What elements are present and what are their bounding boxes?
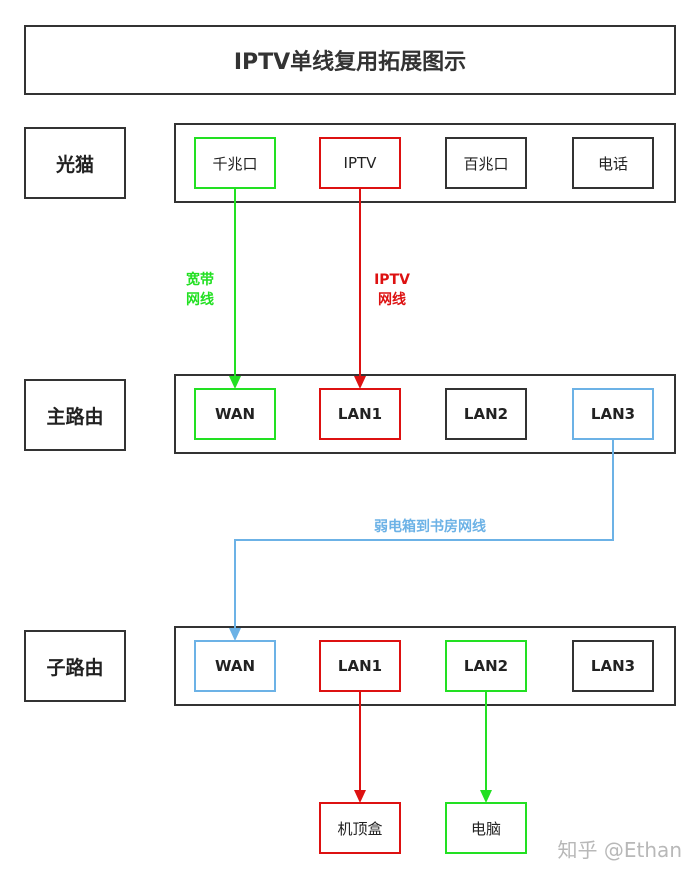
computer: 电脑: [445, 802, 527, 854]
modem-port-iptv: IPTV: [319, 137, 401, 189]
iptv-cable-label-line1: IPTV: [374, 272, 410, 288]
sub-router-label: 子路由: [24, 630, 126, 702]
sub-router-port-wan: WAN: [194, 640, 276, 692]
sub-router-port-lan3: LAN3: [572, 640, 654, 692]
sub-router-panel: [174, 626, 676, 706]
iptv-cable-label-line2: 网线: [378, 292, 406, 308]
main-router-port-lan1: LAN1: [319, 388, 401, 440]
broadband-cable-label: 宽带 网线: [170, 270, 230, 310]
iptv-arrow-icon: [354, 376, 366, 389]
modem-port-fast-ethernet: 百兆口: [445, 137, 527, 189]
trunk-cable-label: 弱电箱到书房网线: [374, 519, 486, 535]
modem-panel: [174, 123, 676, 203]
sub-router-port-lan1: LAN1: [319, 640, 401, 692]
trunk-arrow-icon: [229, 628, 241, 641]
modem-port-gigabit: 千兆口: [194, 137, 276, 189]
main-router-panel: [174, 374, 676, 454]
trunk-cable: [234, 440, 614, 632]
main-router-port-lan2: LAN2: [445, 388, 527, 440]
computer-arrow-icon: [480, 790, 492, 803]
modem-label: 光猫: [24, 127, 126, 199]
broadband-cable-label-line1: 宽带: [186, 272, 214, 288]
modem-port-phone: 电话: [572, 137, 654, 189]
iptv-cable-label: IPTV 网线: [362, 270, 422, 310]
settop-arrow-icon: [354, 790, 366, 803]
watermark: 知乎 @Ethan: [557, 838, 682, 862]
main-router-port-wan: WAN: [194, 388, 276, 440]
broadband-arrow-icon: [229, 376, 241, 389]
broadband-cable-label-line2: 网线: [186, 292, 214, 308]
main-router-label: 主路由: [24, 379, 126, 451]
sub-router-port-lan2: LAN2: [445, 640, 527, 692]
diagram-title: IPTV单线复用拓展图示: [24, 25, 676, 95]
main-router-port-lan3: LAN3: [572, 388, 654, 440]
